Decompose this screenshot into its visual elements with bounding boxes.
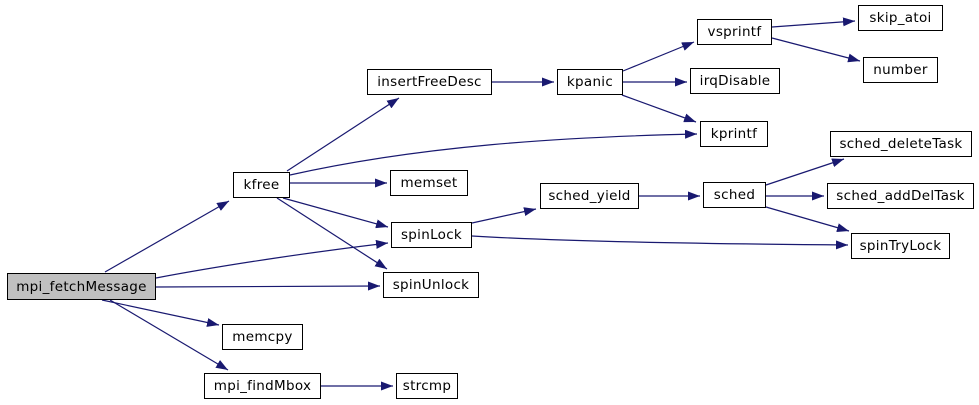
node-kprintf[interactable]: kprintf: [700, 121, 768, 147]
edge-mpi_fetchMessage-memcpy: [101, 299, 220, 327]
node-spinLock[interactable]: spinLock: [391, 222, 472, 248]
edge-vsprintf-number: [771, 37, 861, 63]
node-mpi_fetchMessage: mpi_fetchMessage: [7, 273, 156, 300]
node-vsprintf[interactable]: vsprintf: [697, 19, 772, 45]
edge-mpi_fetchMessage-spinLock: [155, 239, 389, 279]
node-kpanic[interactable]: kpanic: [557, 69, 623, 95]
edge-vsprintf-skip_atoi: [771, 17, 856, 28]
edge-kfree-insertFreeDesc: [286, 97, 400, 172]
edge-kfree-kprintf: [289, 129, 698, 176]
edge-mpi_fetchMessage-spinUnlock: [155, 281, 381, 291]
node-sched_yield[interactable]: sched_yield: [540, 183, 639, 209]
node-spinUnlock[interactable]: spinUnlock: [383, 272, 479, 298]
node-insertFreeDesc[interactable]: insertFreeDesc: [367, 69, 492, 95]
edges-group: [101, 17, 861, 391]
edge-kpanic-kprintf: [621, 94, 697, 123]
node-kfree[interactable]: kfree: [233, 172, 290, 198]
node-irqDisable[interactable]: irqDisable: [690, 68, 780, 94]
node-memset[interactable]: memset: [390, 170, 468, 196]
edge-kpanic-vsprintf: [622, 41, 695, 72]
node-sched_addDelTask[interactable]: sched_addDelTask: [827, 183, 974, 209]
node-mpi_findMbox[interactable]: mpi_findMbox: [204, 373, 321, 399]
edge-kfree-spinLock: [282, 197, 389, 229]
edge-sched-sched_deleteTask: [765, 158, 845, 186]
node-memcpy[interactable]: memcpy: [222, 324, 303, 350]
edge-mpi_fetchMessage-mpi_findMbox: [109, 299, 229, 371]
node-number[interactable]: number: [863, 57, 938, 83]
edge-spinLock-sched_yield: [471, 207, 537, 224]
node-skip_atoi[interactable]: skip_atoi: [858, 5, 943, 31]
edge-mpi_fetchMessage-kfree: [104, 200, 230, 273]
node-sched_deleteTask[interactable]: sched_deleteTask: [830, 131, 972, 157]
node-sched[interactable]: sched: [703, 182, 766, 208]
edge-sched-spinTryLock: [765, 206, 850, 232]
node-spinTryLock[interactable]: spinTryLock: [851, 233, 950, 259]
edge-spinLock-spinTryLock: [471, 235, 849, 250]
edge-kfree-spinUnlock: [276, 197, 388, 270]
node-strcmp[interactable]: strcmp: [396, 373, 458, 399]
